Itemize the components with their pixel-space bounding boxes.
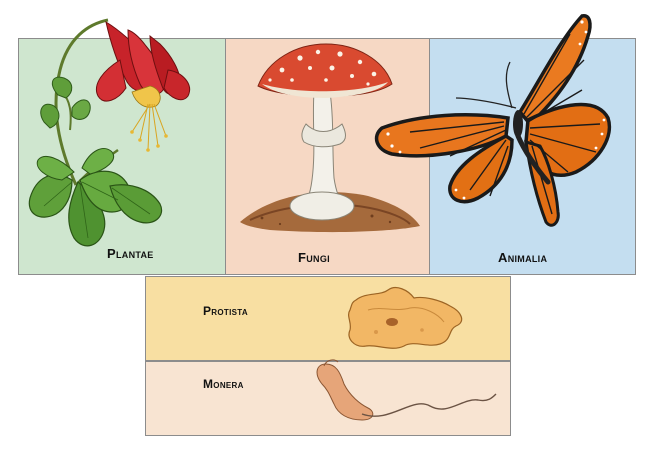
columbine-flower-icon — [28, 18, 190, 247]
bacterium-icon — [316, 359, 497, 421]
amoeba-icon — [347, 286, 463, 349]
plantae-label: Plantae — [107, 246, 154, 261]
animalia-label: Animalia — [498, 250, 548, 265]
monera-label: Monera — [203, 377, 244, 391]
fungi-label: Fungi — [298, 250, 330, 265]
monarch-butterfly-icon — [374, 14, 612, 227]
protista-label: Protista — [203, 304, 248, 318]
mushroom-icon — [240, 43, 420, 233]
